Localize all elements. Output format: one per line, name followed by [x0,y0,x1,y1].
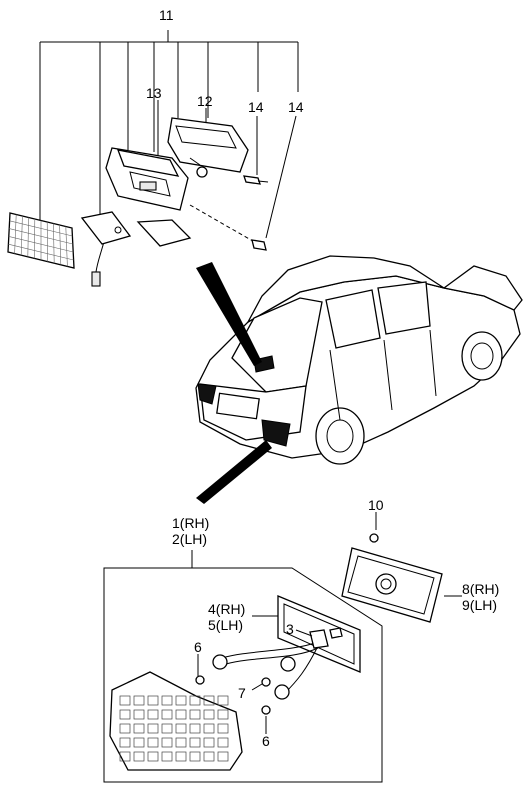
callout-8-rh: 8(RH) [462,581,500,597]
screw-lower [251,239,267,251]
callout-1-rh: 1(RH) [172,515,210,531]
tail-lamp-right [261,419,291,447]
wire-harness-upper [80,211,192,287]
screw-upper [243,175,269,185]
screw-3 [329,627,343,639]
rear-combination-lamp [109,671,243,771]
arrow-to-high-mount [196,262,262,366]
bulb-6-lower [261,705,271,715]
bulb-6-upper [195,675,205,685]
callout-6-lower: 6 [262,733,270,749]
dashed-line [189,204,259,245]
assembly-frame [103,567,383,783]
tail-lamp-left [197,383,217,405]
high-mount-lens [7,212,75,269]
leader-3 [295,629,313,637]
bracket-11 [39,30,299,222]
callout-14-lower: 14 [288,99,304,115]
callout-13: 13 [146,85,162,101]
leader-7 [251,683,263,691]
callout-4-rh: 4(RH) [208,601,246,617]
callout-14-upper: 14 [248,99,264,115]
callout-6-upper: 6 [194,639,202,655]
callout-3: 3 [286,621,294,637]
leader-14b [265,115,297,239]
car-illustration [195,255,523,465]
bulb-7 [261,677,271,687]
callout-9-lh: 9(LH) [462,597,498,613]
callout-10: 10 [368,497,384,513]
callout-12: 12 [197,93,213,109]
callout-7: 7 [238,685,246,701]
license-lamp [341,547,443,623]
socket-bracket [167,117,249,178]
callout-11: 11 [159,7,174,23]
callout-5-lh: 5(LH) [208,617,244,633]
socket-harness [212,629,329,700]
nut-10 [369,533,379,543]
callout-2-lh: 2(LH) [172,531,208,547]
high-mount-housing [105,147,189,211]
arrow-to-tail-lamp [196,440,272,504]
